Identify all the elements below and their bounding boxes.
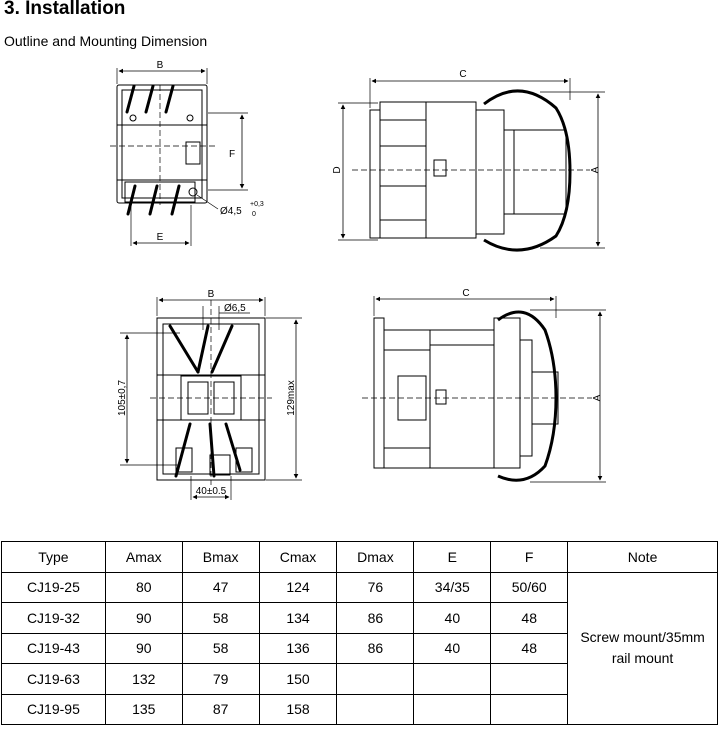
dim-f-label: F: [229, 149, 235, 160]
table-header-row: Type Amax Bmax Cmax Dmax E F Note: [1, 541, 718, 573]
cell-type: CJ19-95: [1, 693, 106, 725]
cell-f: [490, 663, 569, 695]
cell-bmax: 58: [181, 602, 260, 634]
hole-diameter-label-top: Ø4,5: [220, 206, 242, 217]
cell-dmax: 86: [336, 632, 415, 664]
dimension-table: Type Amax Bmax Cmax Dmax E F Note CJ19-2…: [1, 541, 718, 725]
table-row: CJ19-32 90 58 134 86 40 48: [1, 602, 718, 634]
cell-bmax: 79: [181, 663, 260, 695]
front-view-bottom: [120, 297, 302, 500]
dim-a-label-top: A: [590, 166, 601, 173]
cell-e: 34/35: [413, 571, 492, 603]
hole-tolerance-upper: +0,3: [250, 201, 264, 208]
dim-a-label-bottom: A: [592, 394, 603, 401]
cell-cmax: 134: [258, 602, 338, 634]
dim-c-label-bottom: C: [462, 288, 469, 299]
section-heading: 3. Installation: [4, 0, 126, 19]
cell-amax: 90: [104, 602, 183, 634]
header-f: F: [490, 541, 569, 573]
dim-c-label-top: C: [459, 69, 466, 80]
header-dmax: Dmax: [336, 541, 415, 573]
coil-wire-bottom: [168, 324, 242, 478]
dim-105-label: 105±0,7: [117, 380, 128, 417]
cell-bmax: 58: [181, 632, 260, 664]
cell-cmax: 150: [258, 663, 338, 695]
table-row: CJ19-25 80 47 124 76 34/35 50/60 Screw m…: [1, 571, 718, 725]
dim-b-label-top: B: [157, 60, 164, 71]
cell-dmax: 76: [336, 571, 415, 603]
dim-e-label: E: [157, 232, 164, 243]
cell-dmax: [336, 693, 415, 725]
table-row: CJ19-43 90 58 136 86 40 48: [1, 632, 718, 664]
cell-cmax: 124: [258, 571, 338, 603]
cell-f: 50/60: [490, 571, 569, 603]
cell-type: CJ19-63: [1, 663, 106, 695]
cell-amax: 90: [104, 632, 183, 664]
table-row: CJ19-95 135 87 158: [1, 693, 718, 725]
cell-cmax: 158: [258, 693, 338, 725]
header-cmax: Cmax: [258, 541, 338, 573]
cell-amax: 135: [104, 693, 183, 725]
cell-bmax: 87: [181, 693, 260, 725]
cell-note: Screw mount/35mm rail mount: [567, 571, 718, 725]
cell-e: [413, 663, 492, 695]
dim-d-label: D: [332, 166, 343, 173]
note-line-1: Screw mount/35mm: [580, 629, 705, 646]
cell-amax: 132: [104, 663, 183, 695]
dim-40-label: 40±0.5: [196, 486, 227, 497]
coil-wire-top: [125, 84, 181, 216]
front-view-top: [110, 68, 248, 246]
cell-type: CJ19-32: [1, 602, 106, 634]
cell-e: [413, 693, 492, 725]
header-type: Type: [1, 541, 106, 573]
dim-129max-label: 129max: [286, 380, 297, 416]
section-subheading: Outline and Mounting Dimension: [4, 33, 208, 49]
header-note: Note: [567, 541, 718, 573]
note-line-2: rail mount: [611, 650, 674, 667]
cell-e: 40: [413, 632, 492, 664]
cell-dmax: [336, 663, 415, 695]
table-row: CJ19-63 132 79 150: [1, 663, 718, 695]
cell-f: [490, 693, 569, 725]
cell-f: 48: [490, 602, 569, 634]
header-e: E: [413, 541, 492, 573]
cell-bmax: 47: [181, 571, 260, 603]
cell-amax: 80: [104, 571, 183, 603]
outline-drawings: B F Ø4,5 +0,3 0 E C D A: [110, 60, 606, 500]
cell-f: 48: [490, 632, 569, 664]
cell-type: CJ19-25: [1, 571, 106, 603]
dim-b-label-bottom: B: [208, 289, 215, 300]
cell-cmax: 136: [258, 632, 338, 664]
cell-e: 40: [413, 602, 492, 634]
cell-dmax: 86: [336, 602, 415, 634]
side-view-top: [338, 78, 605, 252]
header-amax: Amax: [104, 541, 183, 573]
side-view-bottom: [362, 296, 606, 483]
hole-diameter-label-bottom: Ø6,5: [224, 303, 246, 314]
header-bmax: Bmax: [181, 541, 260, 573]
hole-tolerance-lower: 0: [252, 211, 256, 218]
cell-type: CJ19-43: [1, 632, 106, 664]
